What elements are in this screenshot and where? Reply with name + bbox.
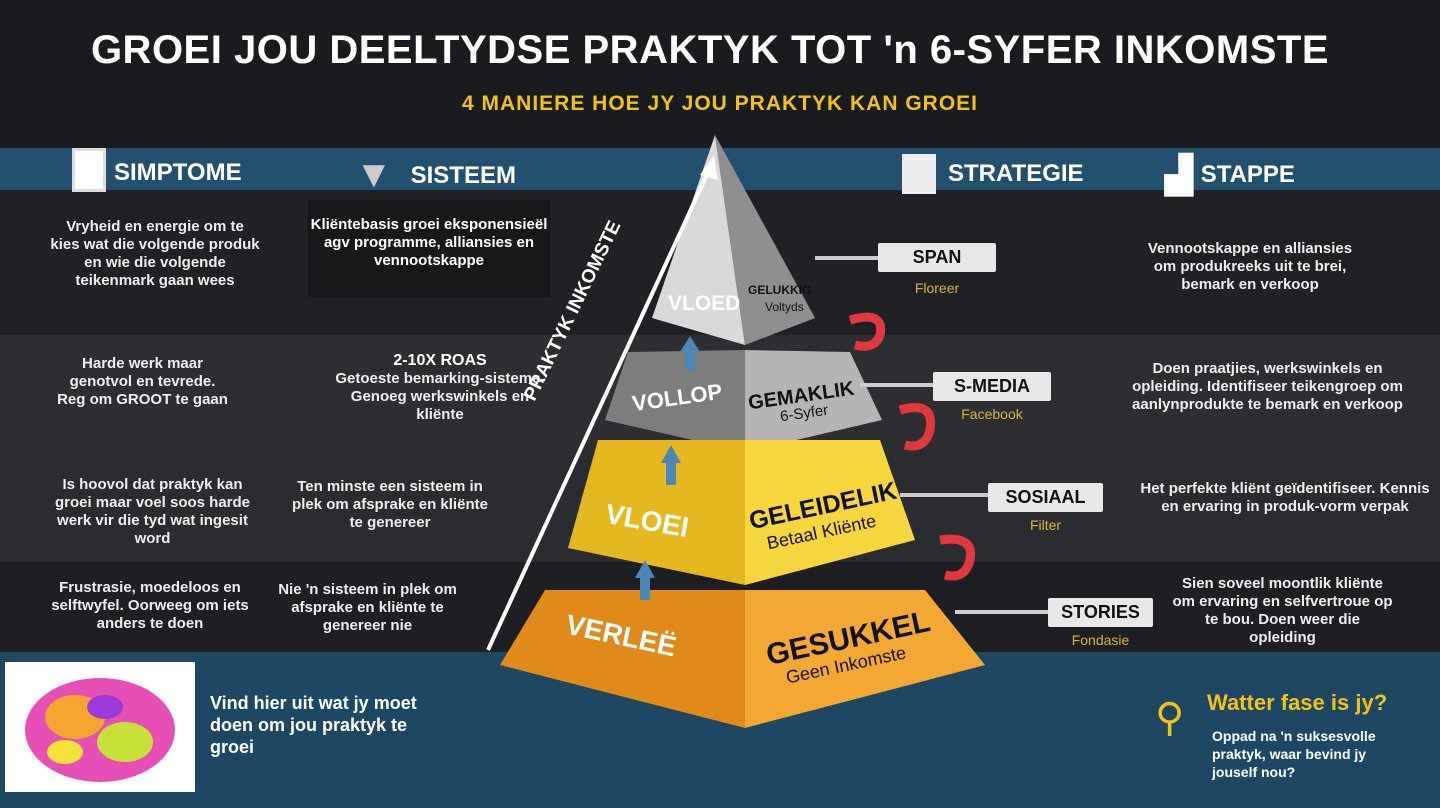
up-arrows <box>635 336 700 600</box>
stappe-1: Vennootskappe en alliansies om produkree… <box>1147 240 1353 293</box>
brain-icon <box>25 678 175 782</box>
clipboard-icon <box>72 148 106 192</box>
tier-2-left <box>605 350 745 452</box>
simptome-4: Frustrasie, moedeloos en selftwyfel. Oor… <box>51 579 249 632</box>
income-arrow-head <box>700 155 718 180</box>
simptome-1: Vryheid en energie om te kies wat die vo… <box>50 218 260 289</box>
stappe-2: Doen praatjies, werkswinkels en opleidin… <box>1132 360 1403 413</box>
sisteem-2: 2-10X ROAS Getoeste bemarking-sisteme. G… <box>330 352 550 424</box>
tier-1-right <box>715 135 815 345</box>
funnel-icon: ▼ <box>355 154 393 196</box>
header-strategie: STRATEGIE <box>902 154 1084 194</box>
page-title: GROEI JOU DEELTYDSE PRAKTYK TOT 'n 6-SYF… <box>90 28 1330 72</box>
tier-2-right <box>745 350 882 452</box>
tag-sosiaal: SOSIAAL <box>988 483 1103 512</box>
magnifier-icon: ⚲ <box>1155 696 1185 740</box>
tag-span: SPAN <box>878 243 996 272</box>
simptome-2: Harde werk maar genotvol en tevrede. Reg… <box>57 355 228 408</box>
header-label: STAPPE <box>1200 161 1295 188</box>
sisteem-2-heading: 2-10X ROAS <box>393 352 487 369</box>
header-sisteem: ▼ SISTEEM <box>355 154 516 197</box>
phase-text: Oppad na 'n suksesvolle praktyk, waar be… <box>1212 728 1376 780</box>
tag-s-media: S-MEDIA <box>933 372 1051 401</box>
header-simptome: SIMPTOME <box>72 148 242 192</box>
sisteem-1: Kliëntebasis groei eksponensieël agv pro… <box>308 200 550 297</box>
sisteem-4: Nie 'n sisteem in plek om afsprake en kl… <box>278 581 457 634</box>
cta-text[interactable]: Vind hier uit wat jy moet doen om jou pr… <box>210 693 417 757</box>
level-sub-voltyds: Voltyds <box>765 300 804 314</box>
sisteem-3: Ten minste een sisteem in plek om afspra… <box>292 478 488 531</box>
header-label: SISTEEM <box>410 161 516 189</box>
income-arrow <box>486 167 712 651</box>
stappe-3: Het perfekte kliënt geïdentifiseer. Kenn… <box>1140 480 1430 515</box>
flow-vloed: VLOED <box>668 292 741 315</box>
strategy-board-icon <box>902 154 936 194</box>
tier-3-right <box>745 440 915 585</box>
top-bg <box>0 0 1440 148</box>
tag-sub-fondasie: Fondasie <box>1071 632 1130 648</box>
tier-1-left <box>652 135 745 345</box>
page-subtitle: 4 MANIERE HOE JY JOU PRAKTYK KAN GROEI <box>461 92 979 115</box>
header-label: SIMPTOME <box>114 159 242 186</box>
tier-4-left <box>500 590 745 728</box>
tag-stories: STORIES <box>1048 598 1153 627</box>
tier-3-left <box>568 440 745 585</box>
tag-sub-filter: Filter <box>1029 517 1062 533</box>
tag-sub-facebook: Facebook <box>961 406 1023 422</box>
header-label: STRATEGIE <box>948 160 1084 187</box>
tier-4-right <box>745 590 985 728</box>
brain-logo[interactable] <box>5 662 195 792</box>
simptome-3: Is hoovol dat praktyk kan groei maar voe… <box>54 476 251 547</box>
level-gelukkig: GELUKKIG <box>748 283 812 297</box>
stappe-4: Sien soveel moontlik kliënte om ervaring… <box>1172 575 1393 646</box>
sisteem-2-text: Getoeste bemarking-sisteme. Genoeg werks… <box>335 370 545 423</box>
tag-sub-floreer: Floreer <box>914 280 960 296</box>
phase-title: Watter fase is jy? <box>1207 690 1388 715</box>
header-stappe: ▟ STAPPE <box>1165 154 1295 196</box>
stairs-icon: ▟ <box>1165 154 1193 195</box>
curved-arrows <box>848 312 976 581</box>
